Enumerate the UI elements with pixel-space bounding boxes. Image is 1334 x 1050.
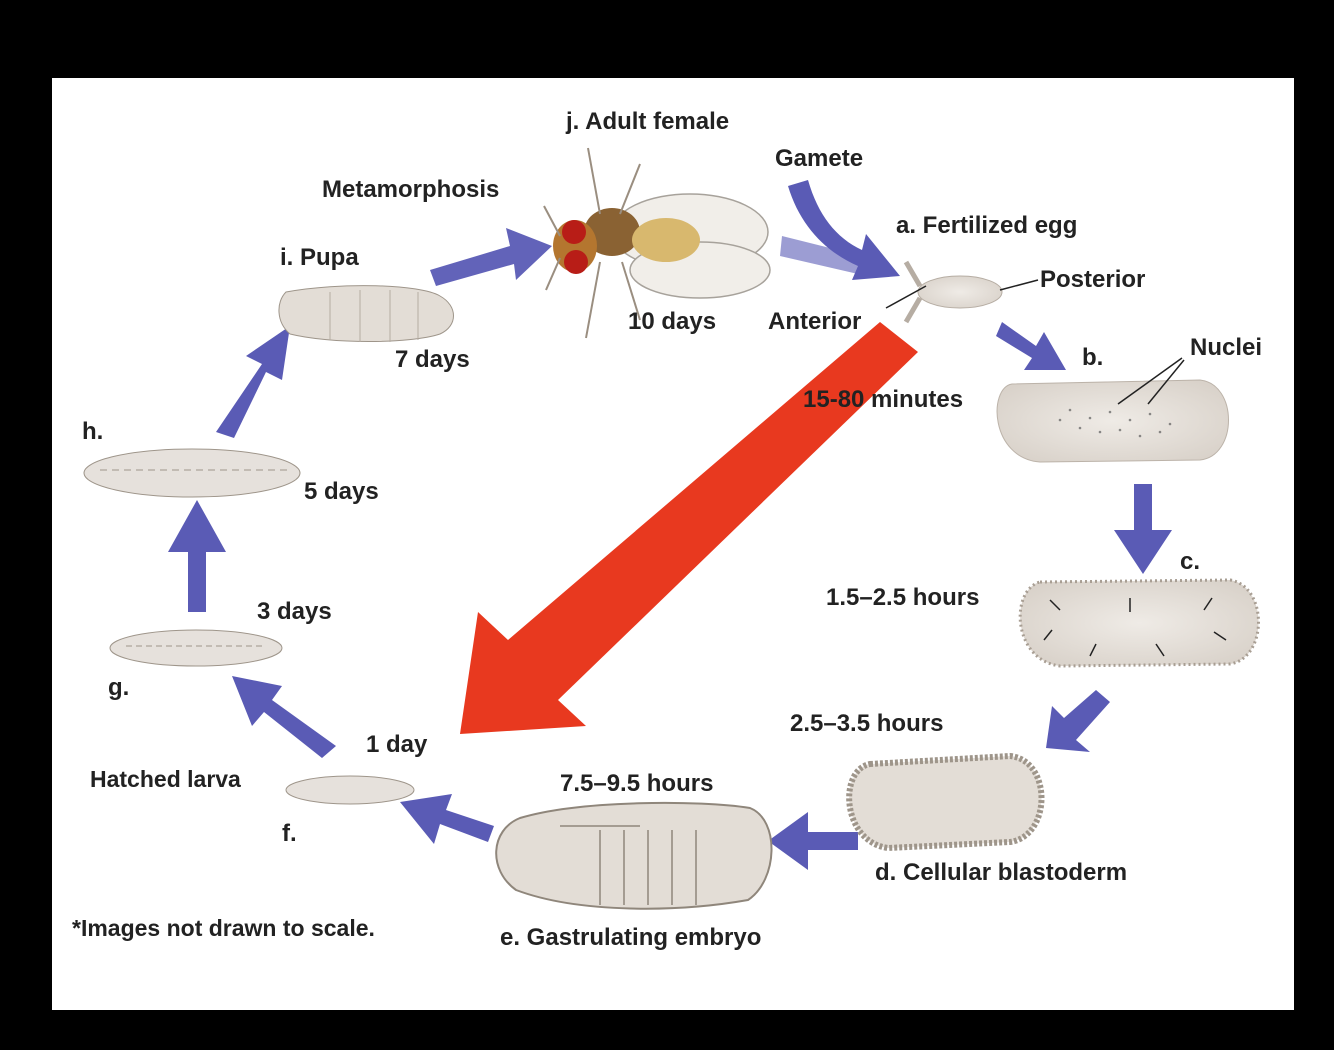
arrow-d-to-e	[768, 812, 858, 870]
larva-g-illustration	[109, 629, 283, 667]
shortcut-arrow-24-hours	[460, 322, 918, 734]
arrow-gamete-to-egg	[780, 180, 900, 280]
label-15-80-minutes: 15-80 minutes	[803, 386, 964, 413]
label-anterior: Anterior	[768, 308, 862, 335]
arrow-b-to-c	[1114, 484, 1172, 574]
label-adult-female: j. Adult female	[566, 108, 730, 135]
label-stage-h: h.	[82, 418, 104, 445]
label-2-5-hours: 2.5–3.5 hours	[790, 710, 944, 737]
embryo-b-illustration	[996, 357, 1229, 463]
label-not-to-scale: *Images not drawn to scale.	[72, 915, 375, 941]
arrow-h-to-i	[216, 326, 290, 438]
label-7-5-hours: 7.5–9.5 hours	[560, 770, 714, 797]
label-stage-c: c.	[1180, 548, 1201, 575]
label-pupa: i. Pupa	[280, 244, 359, 271]
gastrulating-embryo-illustration	[495, 801, 773, 910]
label-1-5-hours: 1.5–2.5 hours	[826, 584, 980, 611]
arrow-egg-to-b	[996, 322, 1066, 370]
label-nuclei: Nuclei	[1190, 334, 1263, 361]
label-gastrulating-embryo: e. Gastrulating embryo	[500, 924, 762, 951]
fertilized-egg-illustration	[885, 260, 1039, 324]
pupa-illustration	[278, 285, 454, 342]
label-one-day: 1 day	[366, 731, 428, 758]
arrow-pupa-to-adult	[430, 228, 552, 286]
label-three-days: 3 days	[257, 598, 332, 625]
label-cellular-blastoderm: d. Cellular blastoderm	[875, 859, 1128, 886]
label-posterior: Posterior	[1040, 266, 1146, 293]
label-seven-days: 7 days	[395, 346, 470, 373]
larva-h-illustration	[83, 448, 301, 498]
label-gamete: Gamete	[775, 145, 864, 172]
adult-fly-illustration	[543, 147, 771, 339]
label-stage-g: g.	[108, 674, 130, 701]
label-hatched-larva: Hatched larva	[90, 766, 241, 792]
label-stage-b: b.	[1082, 344, 1104, 371]
arrow-g-to-h	[168, 500, 226, 612]
hatched-larva-illustration	[285, 775, 415, 805]
label-metamorphosis: Metamorphosis	[322, 176, 500, 203]
label-stage-f: f.	[282, 820, 297, 847]
cellular-blastoderm-illustration	[846, 752, 1045, 852]
arrow-f-to-g	[232, 676, 336, 758]
label-fertilized-egg: a. Fertilized egg	[896, 212, 1078, 239]
arrow-e-to-f	[400, 794, 494, 844]
arrow-c-to-d	[1046, 690, 1110, 752]
label-ten-days: 10 days	[628, 308, 717, 335]
embryo-c-illustration	[1018, 578, 1260, 668]
label-five-days: 5 days	[304, 478, 379, 505]
